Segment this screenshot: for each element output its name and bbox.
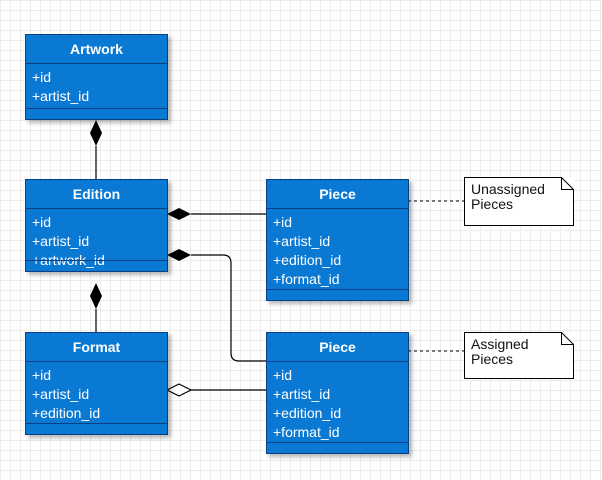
attribute: +id (32, 367, 52, 383)
class-format-attributes: +id +artist_id +edition_id (26, 362, 167, 423)
class-edition[interactable]: Edition +id +artist_id +artwork_id (25, 179, 168, 272)
note-shape (464, 177, 574, 226)
note-text-line: Unassigned (471, 181, 545, 197)
class-artwork-methods (26, 108, 167, 119)
attribute: +id (273, 367, 293, 383)
class-artwork-attributes: +id +artist_id (26, 64, 167, 106)
attribute: +format_id (273, 424, 340, 440)
class-format-title: Format (26, 333, 167, 362)
class-edition-methods (26, 260, 167, 271)
attribute: +edition_id (273, 405, 342, 421)
class-piece-unassigned[interactable]: Piece +id +artist_id +edition_id +format… (266, 179, 409, 301)
aggregation-diamond-format-piece-assigned (165, 383, 193, 397)
class-piece-unassigned-methods (267, 289, 408, 300)
attribute: +artist_id (32, 386, 90, 402)
attribute: +id (273, 214, 293, 230)
attribute: +id (32, 69, 52, 85)
attribute: +artist_id (32, 88, 90, 104)
note-text-line: Pieces (471, 196, 514, 212)
composition-diamond-edition-piece-unassigned (167, 208, 191, 220)
class-edition-title: Edition (26, 180, 167, 209)
note-assigned-pieces[interactable]: Assigned Pieces (464, 332, 574, 379)
class-format-methods (26, 423, 167, 434)
class-format[interactable]: Format +id +artist_id +edition_id (25, 332, 168, 435)
class-piece-assigned[interactable]: Piece +id +artist_id +edition_id +format… (266, 332, 409, 454)
note-shape (464, 332, 574, 379)
composition-diamond-artwork (90, 120, 102, 146)
attribute: +artist_id (32, 233, 90, 249)
note-unassigned-pieces[interactable]: Unassigned Pieces (464, 177, 574, 226)
class-piece-assigned-methods (267, 442, 408, 453)
attribute: +artist_id (273, 386, 331, 402)
edge-edition-piece-assigned (191, 254, 266, 362)
class-piece-unassigned-attributes: +id +artist_id +edition_id +format_id (267, 209, 408, 289)
attribute: +edition_id (32, 405, 101, 421)
class-piece-assigned-title: Piece (267, 333, 408, 362)
class-piece-unassigned-title: Piece (267, 180, 408, 209)
attribute: +edition_id (273, 252, 342, 268)
attribute: +format_id (273, 271, 340, 287)
note-text-line: Assigned (471, 336, 529, 352)
note-text-line: Pieces (471, 351, 514, 367)
class-artwork-title: Artwork (26, 35, 167, 64)
class-piece-assigned-attributes: +id +artist_id +edition_id +format_id (267, 362, 408, 442)
attribute: +artist_id (273, 233, 331, 249)
composition-diamond-edition-piece-assigned (167, 249, 191, 261)
composition-diamond-edition-format (90, 283, 102, 309)
class-artwork[interactable]: Artwork +id +artist_id (25, 34, 168, 120)
attribute: +id (32, 214, 52, 230)
